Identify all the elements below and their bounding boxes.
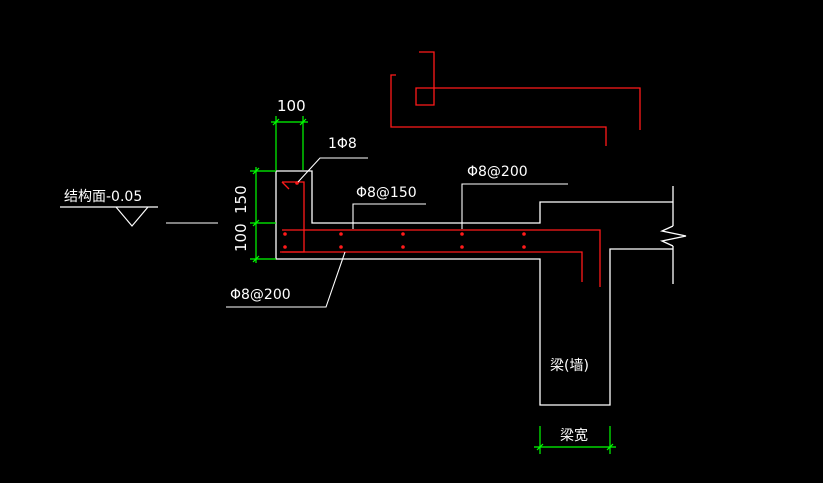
slab-beam-outline-path (275, 171, 673, 406)
leader-bottom-bar (226, 251, 346, 308)
leader-top-bar (461, 183, 568, 229)
rebar-dot (339, 245, 343, 249)
rebar-dot (460, 232, 464, 236)
rebar-top-bar (282, 229, 601, 287)
elevation-triangle (115, 206, 149, 227)
rebar-top-label: Φ8@200 (467, 164, 528, 180)
rebar-distribution-label: Φ8@150 (356, 185, 417, 201)
rebar-dot (283, 232, 287, 236)
dim-left-tick (252, 219, 260, 227)
rebar-dot (522, 232, 526, 236)
leader-lines (166, 157, 568, 308)
rebar-bottom-bar (282, 251, 583, 282)
concrete-outline (275, 170, 687, 406)
dim-beam-tick (536, 443, 544, 451)
rebar-dot (401, 245, 405, 249)
leader-distribution (352, 203, 426, 229)
dim-top-tick (272, 118, 280, 126)
beam-wall-label: 梁(墙) (550, 358, 589, 374)
slab-outline-path (276, 170, 673, 224)
rebar-bottom-label: Φ8@200 (230, 287, 291, 303)
dim-left-tick (252, 167, 260, 175)
rebar-dots (283, 181, 526, 249)
break-line-symbol (659, 225, 687, 247)
leader-rebar-single (297, 157, 368, 183)
rebar-dot (522, 245, 526, 249)
rebar-dot (401, 232, 405, 236)
structure-level-label: 结构面-0.05 (64, 189, 142, 205)
rebar-stirrup-upstand (280, 181, 305, 253)
rebar-dot (460, 245, 464, 249)
text-labels: 结构面-0.05 100 150 100 1Φ8 Φ8@150 Φ8@200 Φ… (64, 97, 589, 444)
rebar-single-label: 1Φ8 (328, 136, 357, 152)
rebar-hook-upper-b (390, 74, 607, 146)
dim-width-top-label: 100 (277, 97, 306, 115)
dim-beam-tick (606, 443, 614, 451)
rebar-hook-upper-a (415, 51, 641, 130)
rebar-dot (283, 245, 287, 249)
elevation-symbol (60, 206, 158, 227)
dim-top-tick (299, 118, 307, 126)
dim-left-tick (252, 255, 260, 263)
beam-width-label: 梁宽 (560, 427, 588, 444)
rebar-dot (295, 181, 299, 185)
dimensions (250, 116, 616, 454)
rebar-stirrup-hook (281, 181, 290, 190)
dim-height-lower-label: 100 (232, 223, 250, 252)
rebar-group (280, 51, 641, 287)
rebar-dot (339, 232, 343, 236)
dim-height-upper-label: 150 (232, 185, 250, 214)
